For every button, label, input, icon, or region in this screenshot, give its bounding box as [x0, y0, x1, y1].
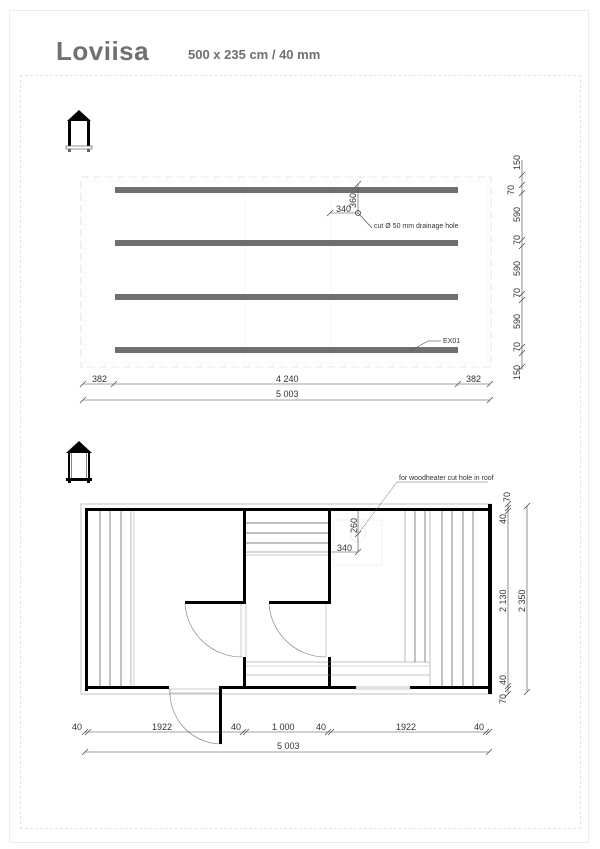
- vdim-2130: 2 130: [498, 589, 508, 612]
- vdim-40-bottom: 40: [498, 675, 508, 685]
- dim-1000: 1 000: [272, 722, 295, 732]
- vdim-70: 70: [506, 185, 516, 195]
- dim-total-5003: 5 003: [277, 741, 300, 751]
- drainage-note: cut Ø 50 mm drainage hole: [374, 223, 459, 230]
- layout-plan: 260 340 for woodheater cut hole in roof …: [72, 475, 531, 756]
- dim-total-5003: 5 003: [276, 389, 299, 399]
- dim-40: 40: [231, 722, 241, 732]
- vdim-70: 70: [512, 342, 522, 352]
- vdim-70: 70: [512, 288, 522, 298]
- woodheater-note: for woodheater cut hole in roof: [399, 475, 494, 482]
- page-title: Loviisa: [56, 36, 150, 66]
- drainage-y-dim: 360: [348, 193, 358, 208]
- dim-40: 40: [316, 722, 326, 732]
- vdim-70: 70: [512, 235, 522, 245]
- vdim-150-top: 150: [512, 155, 522, 170]
- vdim-150-bottom: 150: [512, 365, 522, 380]
- vdim-40-top: 40: [498, 514, 508, 524]
- vdim-590: 590: [512, 207, 522, 222]
- heater-x-dim: 340: [337, 543, 352, 553]
- page-subtitle: 500 x 235 cm / 40 mm: [188, 47, 321, 62]
- dim-left-382: 382: [92, 374, 107, 384]
- drawing-frame: [20, 75, 581, 829]
- vdim-70-top: 70: [502, 492, 512, 502]
- house-elevation-icon: [66, 441, 92, 483]
- dim-40: 40: [72, 722, 82, 732]
- floor-beam-4: [115, 347, 458, 353]
- vdim-590: 590: [512, 314, 522, 329]
- dim-1922-right: 1922: [396, 722, 416, 732]
- part-label-ex01: EX01: [443, 338, 460, 345]
- floor-beam-2: [115, 240, 458, 246]
- vdim-590: 590: [512, 261, 522, 276]
- dim-middle-4240: 4 240: [276, 374, 299, 384]
- dim-40: 40: [474, 722, 484, 732]
- floor-plan: 360 340 cut Ø 50 mm drainage hole EX01 3…: [79, 155, 526, 404]
- house-elevation-icon: [65, 110, 93, 152]
- page-outer-frame: [9, 10, 589, 843]
- floor-beam-1: [115, 187, 458, 193]
- drainage-hole-marker: [355, 210, 361, 216]
- heater-y-dim: 260: [349, 518, 359, 533]
- floor-beam-3: [115, 294, 458, 300]
- vdim-total-2350: 2 350: [517, 589, 527, 612]
- drainage-x-dim: 340: [336, 204, 351, 214]
- vdim-70-bottom: 70: [498, 694, 508, 704]
- dim-1922-left: 1922: [152, 722, 172, 732]
- dim-right-382: 382: [466, 374, 481, 384]
